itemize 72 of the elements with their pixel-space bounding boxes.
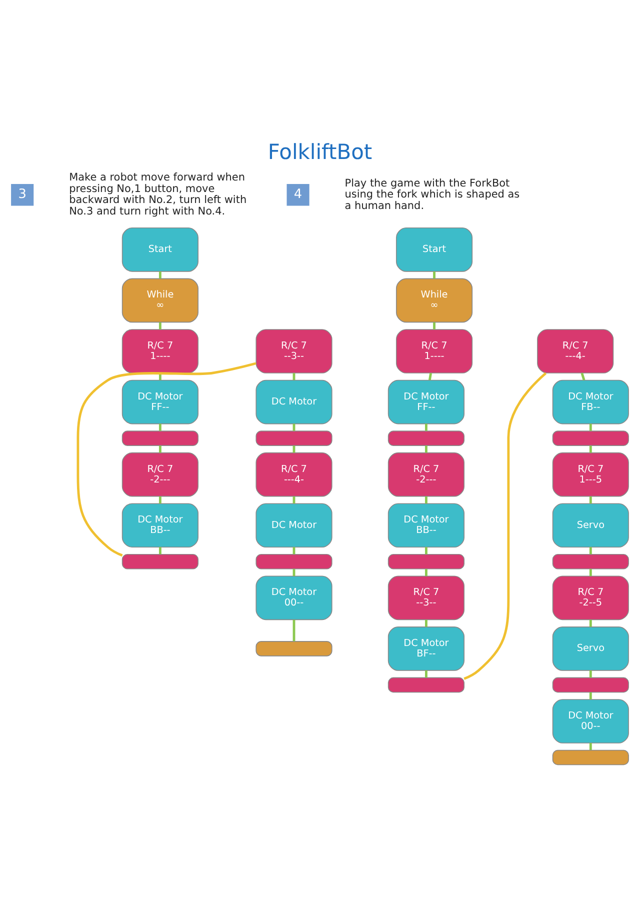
connector bbox=[76, 362, 256, 557]
node-box: Servo bbox=[552, 626, 629, 671]
diagram-title: FolkliftBot bbox=[268, 140, 372, 164]
connector bbox=[158, 496, 162, 504]
connector bbox=[589, 670, 592, 678]
connector bbox=[425, 547, 428, 554]
node-box: Servo bbox=[552, 503, 629, 548]
node-box: R/C 7 1---5 bbox=[552, 452, 629, 497]
connector bbox=[158, 322, 162, 330]
connector bbox=[589, 547, 592, 554]
node-box: R/C 7 ---4- bbox=[256, 452, 332, 497]
connector bbox=[428, 372, 432, 380]
node-bar bbox=[388, 430, 464, 446]
connector bbox=[425, 424, 428, 431]
node-box: While ∞ bbox=[122, 278, 198, 323]
node-bar bbox=[552, 554, 629, 570]
connector bbox=[580, 372, 586, 380]
node-bar bbox=[552, 750, 629, 766]
node-box: R/C 7 ---4- bbox=[537, 329, 614, 374]
connector bbox=[589, 496, 592, 504]
node-bar bbox=[122, 430, 198, 446]
connector bbox=[589, 743, 592, 750]
node-bar bbox=[256, 554, 332, 570]
connector bbox=[425, 670, 428, 678]
connector bbox=[158, 272, 162, 279]
node-box: DC Motor 00-- bbox=[552, 699, 629, 744]
node-box: DC Motor BB-- bbox=[388, 503, 464, 548]
node-bar bbox=[256, 641, 332, 656]
connector bbox=[425, 496, 428, 504]
node-box: R/C 7 -2--- bbox=[388, 452, 464, 497]
connector bbox=[292, 620, 296, 642]
node-bar bbox=[388, 677, 464, 693]
node-bar bbox=[256, 430, 332, 446]
connector bbox=[464, 372, 547, 680]
node-box: Start bbox=[396, 228, 473, 272]
connector bbox=[425, 446, 428, 453]
node-box: While ∞ bbox=[396, 278, 473, 323]
label: Play the game with the ForkBot using the fork which is shaped as a human hand. bbox=[344, 177, 520, 212]
node-bar bbox=[388, 554, 464, 570]
node-box: Start bbox=[122, 228, 198, 272]
connector bbox=[425, 569, 428, 576]
node-bar bbox=[552, 677, 629, 693]
connector bbox=[589, 692, 592, 700]
node-box: R/C 7 -2--- bbox=[122, 452, 198, 497]
label: Make a robot move forward when pressing No,1 button, move backward with No.2, turn left with No.3 and turn right with No.4. bbox=[69, 172, 247, 218]
label: 3 bbox=[18, 186, 26, 202]
connector bbox=[158, 547, 162, 554]
node-box: DC Motor BF-- bbox=[388, 626, 464, 671]
connector bbox=[433, 272, 436, 279]
node-bar bbox=[552, 430, 629, 446]
connector bbox=[158, 446, 162, 453]
node-box: DC Motor bbox=[256, 380, 332, 424]
connector bbox=[158, 424, 162, 431]
connector bbox=[433, 322, 436, 330]
node-box: DC Motor bbox=[256, 503, 332, 548]
node-box: DC Motor FF-- bbox=[122, 380, 198, 424]
node-box: DC Motor 00-- bbox=[256, 576, 332, 620]
node-box: R/C 7 -2--5 bbox=[552, 576, 629, 620]
connector bbox=[589, 446, 592, 453]
node-box: DC Motor FF-- bbox=[388, 380, 464, 424]
connector bbox=[425, 620, 428, 627]
connector bbox=[589, 620, 592, 627]
node-bar bbox=[122, 554, 198, 570]
node-box: R/C 7 --3-- bbox=[388, 576, 464, 620]
connector bbox=[589, 569, 592, 576]
node-box: R/C 7 --3-- bbox=[256, 329, 332, 374]
label: 4 bbox=[294, 186, 302, 202]
node-box: R/C 7 1---- bbox=[396, 329, 473, 374]
node-box: R/C 7 1---- bbox=[122, 329, 198, 374]
node-box: DC Motor BB-- bbox=[122, 503, 198, 548]
node-box: DC Motor FB-- bbox=[552, 380, 629, 424]
connector bbox=[589, 424, 592, 431]
